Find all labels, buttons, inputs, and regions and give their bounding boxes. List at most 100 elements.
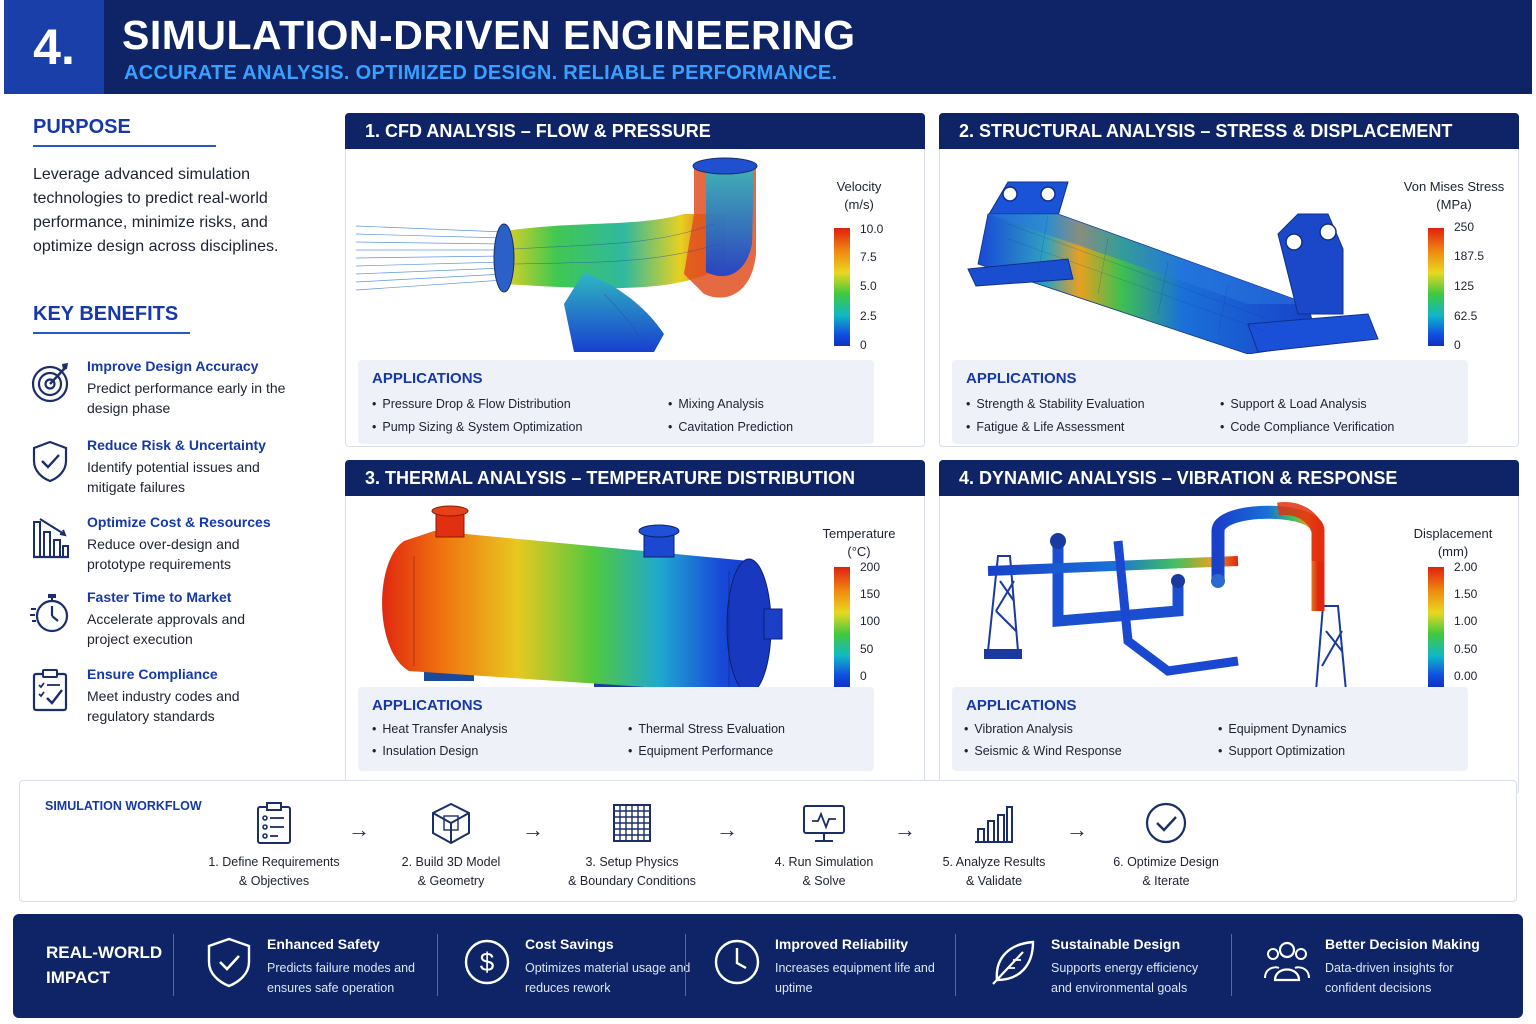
target-icon	[31, 363, 69, 403]
legend-tick: 0	[860, 669, 867, 683]
step-label: 4. Run Simulation	[774, 855, 874, 869]
applications-title: APPLICATIONS	[966, 697, 1077, 714]
dollar-icon: $	[464, 939, 510, 985]
workflow-arrow: →	[522, 817, 544, 842]
monitor-icon	[803, 805, 845, 842]
legend-title: Von Mises Stress(MPa)	[1403, 179, 1505, 212]
legend-tick: 200	[860, 560, 881, 574]
legend-tick: 50	[860, 642, 874, 656]
impact-item-desc: Increases equipment life and uptime	[775, 961, 935, 995]
benefit-desc: Accelerate approvals and project executi…	[87, 611, 245, 647]
clock-icon	[714, 939, 760, 985]
legend-tick: 125	[1454, 279, 1475, 293]
application-item: Seismic & Wind Response	[964, 744, 1121, 758]
benefit-title: Optimize Cost & Resources	[87, 514, 271, 530]
step-sublabel: & Solve	[802, 874, 846, 888]
legend-color-bar	[834, 228, 850, 346]
legend-title: Displacement(mm)	[1413, 526, 1493, 559]
shield-check-icon	[32, 440, 68, 483]
workflow-arrow: →	[716, 817, 738, 842]
step-sublabel: & Objectives	[238, 874, 310, 888]
legend-title: Temperature(°C)	[822, 526, 896, 559]
benefit-desc: Identify potential issues and mitigate f…	[87, 459, 260, 495]
step-label: 6. Optimize Design	[1113, 855, 1219, 869]
temperature-legend: Temperature(°C) 200 150 100 50 0	[814, 511, 914, 701]
application-item: Thermal Stress Evaluation	[628, 722, 785, 736]
application-item: Equipment Performance	[628, 744, 773, 758]
applications-box: APPLICATIONS Heat Transfer Analysis Insu…	[358, 687, 874, 771]
step-sublabel: & Geometry	[417, 874, 485, 888]
application-item: Heat Transfer Analysis	[372, 722, 507, 736]
legend-tick: 0.00	[1454, 669, 1478, 683]
grid-mesh-icon	[613, 804, 651, 842]
impact-item-title: Better Decision Making	[1325, 936, 1480, 952]
svg-text:$: $	[480, 947, 495, 977]
velocity-legend: Velocity(m/s) 10.0 7.5 5.0 2.5 0	[814, 164, 914, 354]
applications-box: APPLICATIONS Pressure Drop & Flow Distri…	[358, 360, 874, 444]
step-label: 5. Analyze Results	[942, 855, 1046, 869]
impact-item-title: Improved Reliability	[775, 936, 909, 952]
purpose-text: Leverage advanced simulation technologie…	[33, 166, 279, 255]
impact-item-title: Sustainable Design	[1051, 936, 1181, 952]
application-item: Strength & Stability Evaluation	[966, 397, 1144, 411]
purpose-rule	[33, 145, 216, 147]
application-item: Support Optimization	[1218, 744, 1345, 758]
key-benefits-rule	[33, 332, 190, 334]
impact-item-desc: Supports energy efficiency and environme…	[1051, 961, 1199, 995]
impact-item-desc: Predicts failure modes and ensures safe …	[267, 961, 415, 995]
application-item: Code Compliance Verification	[1220, 420, 1394, 434]
cfd-analysis-panel: 1. CFD ANALYSIS – FLOW & PRESSURE Veloci…	[345, 113, 925, 447]
legend-tick: 2.5	[860, 309, 877, 323]
bar-chart-icon	[975, 806, 1013, 843]
workflow-step: 5. Analyze Results & Validate	[904, 781, 1084, 901]
step-sublabel: & Validate	[965, 874, 1023, 888]
workflow-step: 4. Run Simulation & Solve	[734, 781, 914, 901]
impact-divider	[955, 934, 956, 996]
panel-title: 3. THERMAL ANALYSIS – TEMPERATURE DISTRI…	[345, 460, 925, 496]
cfd-pipe-visual	[355, 157, 758, 353]
application-item: Equipment Dynamics	[1218, 722, 1346, 736]
workflow-step: 2. Build 3D Model & Geometry	[361, 781, 541, 901]
bar-chart-down-icon	[33, 518, 69, 559]
legend-tick: 7.5	[860, 250, 877, 264]
page-subtitle: ACCURATE ANALYSIS. OPTIMIZED DESIGN. REL…	[124, 62, 838, 84]
benefit-title: Reduce Risk & Uncertainty	[87, 437, 266, 453]
step-label: 3. Setup Physics	[585, 855, 679, 869]
panel-title: 4. DYNAMIC ANALYSIS – VIBRATION & RESPON…	[939, 460, 1519, 496]
thermal-vessel-visual	[382, 505, 783, 694]
impact-divider	[437, 934, 438, 996]
impact-divider	[685, 934, 686, 996]
legend-tick: 0	[1454, 338, 1461, 352]
legend-color-bar	[834, 567, 850, 687]
application-item: Cavitation Prediction	[668, 420, 793, 434]
workflow-step: 1. Define Requirements & Objectives	[184, 781, 364, 901]
benefit-desc: Predict performance early in the design …	[87, 380, 286, 416]
leaf-icon	[992, 940, 1035, 985]
workflow-step: 3. Setup Physics & Boundary Conditions	[542, 781, 722, 901]
legend-tick: 1.00	[1454, 614, 1478, 628]
displacement-legend: Displacement(mm) 2.00 1.50 1.00 0.50 0.0…	[1408, 511, 1508, 701]
workflow-arrow: →	[1066, 817, 1088, 842]
workflow-arrow: →	[348, 817, 370, 842]
legend-tick: 0.50	[1454, 642, 1478, 656]
left-column: PURPOSE Leverage advanced simulation tec…	[33, 116, 323, 334]
legend-color-bar	[1428, 228, 1444, 346]
workflow-title: SIMULATION WORKFLOW	[45, 799, 202, 813]
workflow-arrow: →	[894, 817, 916, 842]
checklist-icon	[257, 802, 291, 844]
legend-tick: 187.5	[1454, 249, 1485, 263]
impact-divider	[1231, 934, 1232, 996]
structural-beam-visual	[967, 181, 1379, 354]
legend-tick: 2.00	[1454, 560, 1478, 574]
legend-color-bar	[1428, 567, 1444, 687]
stopwatch-icon	[30, 594, 69, 633]
applications-box: APPLICATIONS Strength & Stability Evalua…	[952, 360, 1468, 444]
dynamic-piping-visual	[984, 501, 1352, 699]
dynamic-analysis-panel: 4. DYNAMIC ANALYSIS – VIBRATION & RESPON…	[939, 460, 1519, 794]
legend-tick: 62.5	[1454, 309, 1478, 323]
application-item: Insulation Design	[372, 744, 478, 758]
legend-tick: 1.50	[1454, 587, 1478, 601]
purpose-title: PURPOSE	[33, 116, 131, 138]
step-sublabel: & Iterate	[1142, 874, 1190, 888]
applications-title: APPLICATIONS	[372, 370, 483, 387]
